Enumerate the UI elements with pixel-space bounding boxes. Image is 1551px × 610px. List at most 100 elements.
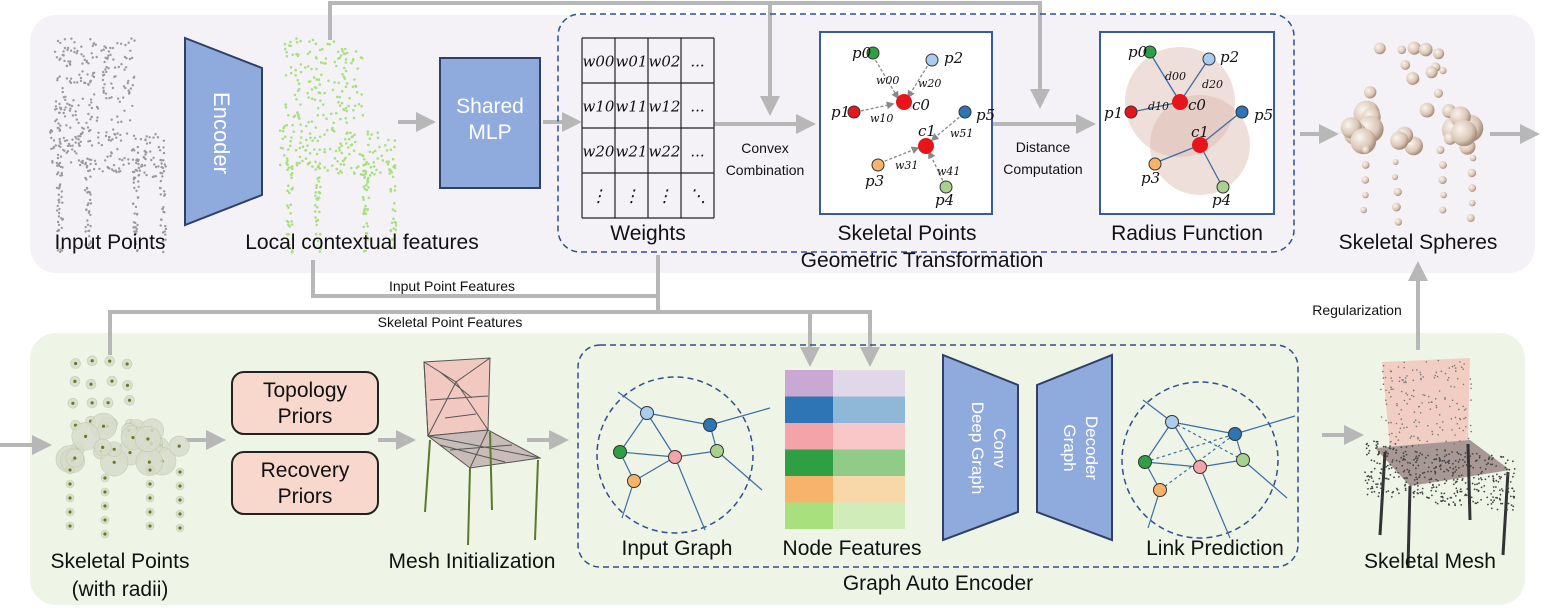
cloud-point [283,47,287,51]
mesh-surface-point [1460,453,1462,456]
cloud-point [314,191,318,194]
cloud-point [307,161,311,165]
cloud-point [335,64,338,68]
cloud-point [318,148,322,151]
mesh-surface-point [1404,489,1407,492]
mesh-surface-point [1495,479,1498,482]
cloud-point [81,131,84,134]
cloud-point [366,238,370,241]
cloud-point [119,133,122,137]
cloud-point [389,187,393,191]
cloud-point [340,151,344,155]
cloud-point [134,205,138,209]
cloud-point [67,60,70,63]
mesh-surface-point [1507,474,1509,476]
cloud-point [345,109,349,113]
skeletal-mesh-chair [1364,358,1516,569]
cloud-point [159,158,162,162]
matrix-cell: ... [690,98,704,116]
cloud-point [389,170,393,173]
mesh-surface-point [1478,455,1481,457]
mesh-surface-point [1509,495,1512,498]
mesh-surface-point [1454,504,1456,507]
cloud-point [333,157,337,160]
cloud-point [289,66,293,69]
mesh-surface-point [1439,464,1442,467]
cloud-point [162,146,165,149]
mesh-surface-point [1440,492,1443,495]
cloud-point [335,95,339,99]
mesh-surface-point [1487,475,1490,478]
mesh-surface-point [1412,464,1415,467]
mesh-surface-point [1378,462,1381,465]
mesh-surface-point [1414,450,1417,453]
skeletal-point [103,532,107,536]
cloud-point [295,98,298,101]
mesh-surface-point [1390,388,1392,391]
mesh-surface-point [1376,462,1379,464]
cloud-point [333,81,336,84]
skeletal-point [146,437,150,441]
mesh-surface-point [1464,482,1467,484]
mesh-surface-point [1480,486,1483,489]
skeletal-sphere [1433,88,1443,98]
mesh-surface-point [1446,468,1448,471]
cloud-point [58,111,61,115]
mesh-surface-point [1492,457,1494,459]
skeletal-sphere [1467,168,1477,178]
d00-label: d00 [1165,70,1186,83]
cloud-point [314,246,318,249]
mesh-surface-point [1462,405,1464,408]
cloud-point [83,81,86,84]
cloud-point [316,239,320,243]
encoder-block: Encoder [184,36,263,227]
cloud-point [57,228,60,231]
deep-graph-line1: Deep Graph [968,402,987,495]
cloud-point [310,88,314,91]
mesh-surface-point [1405,477,1407,479]
cloud-point [352,149,356,152]
cloud-point [338,146,341,150]
node-feature-cell [785,502,833,529]
cloud-point [290,223,294,226]
mesh-surface-point [1392,388,1394,391]
cloud-point [50,130,54,133]
matrix-cell: w21 [616,143,648,161]
mesh-surface-point [1415,425,1418,428]
cloud-point [84,230,87,233]
cloud-point [122,96,125,99]
cloud-point [81,62,84,65]
cloud-point [134,137,137,140]
mesh-surface-point [1492,477,1495,480]
graph-decoder-block: Graph Decoder [1036,353,1113,542]
cloud-point [157,165,160,168]
cloud-point [136,249,139,253]
cloud-point [57,187,60,190]
mesh-surface-point [1390,421,1392,424]
skeletal-point [103,490,107,494]
matrix-cell: ... [690,143,704,161]
mesh-surface-point [1452,501,1455,503]
mesh-surface-point [1427,395,1430,398]
cloud-point [137,173,141,177]
mesh-surface-point [1418,454,1420,457]
mesh-surface-point [1409,398,1411,401]
mesh-surface-point [1456,490,1459,492]
mesh-surface-point [1455,487,1458,490]
cloud-point [143,171,146,174]
mesh-surface-point [1394,443,1397,445]
cloud-point [59,108,63,111]
cloud-point [328,147,332,151]
cloud-point [102,89,105,92]
cloud-point [287,220,290,224]
cloud-point [134,226,137,229]
cloud-point [323,148,326,151]
skeletal-point [90,359,94,363]
mesh-surface-point [1380,487,1382,490]
cloud-point [110,96,113,99]
skeletal-point [74,361,78,366]
mesh-surface-point [1417,444,1420,446]
cloud-point [113,66,117,69]
mesh-surface-point [1404,450,1407,453]
mesh-surface-point [1435,371,1438,374]
